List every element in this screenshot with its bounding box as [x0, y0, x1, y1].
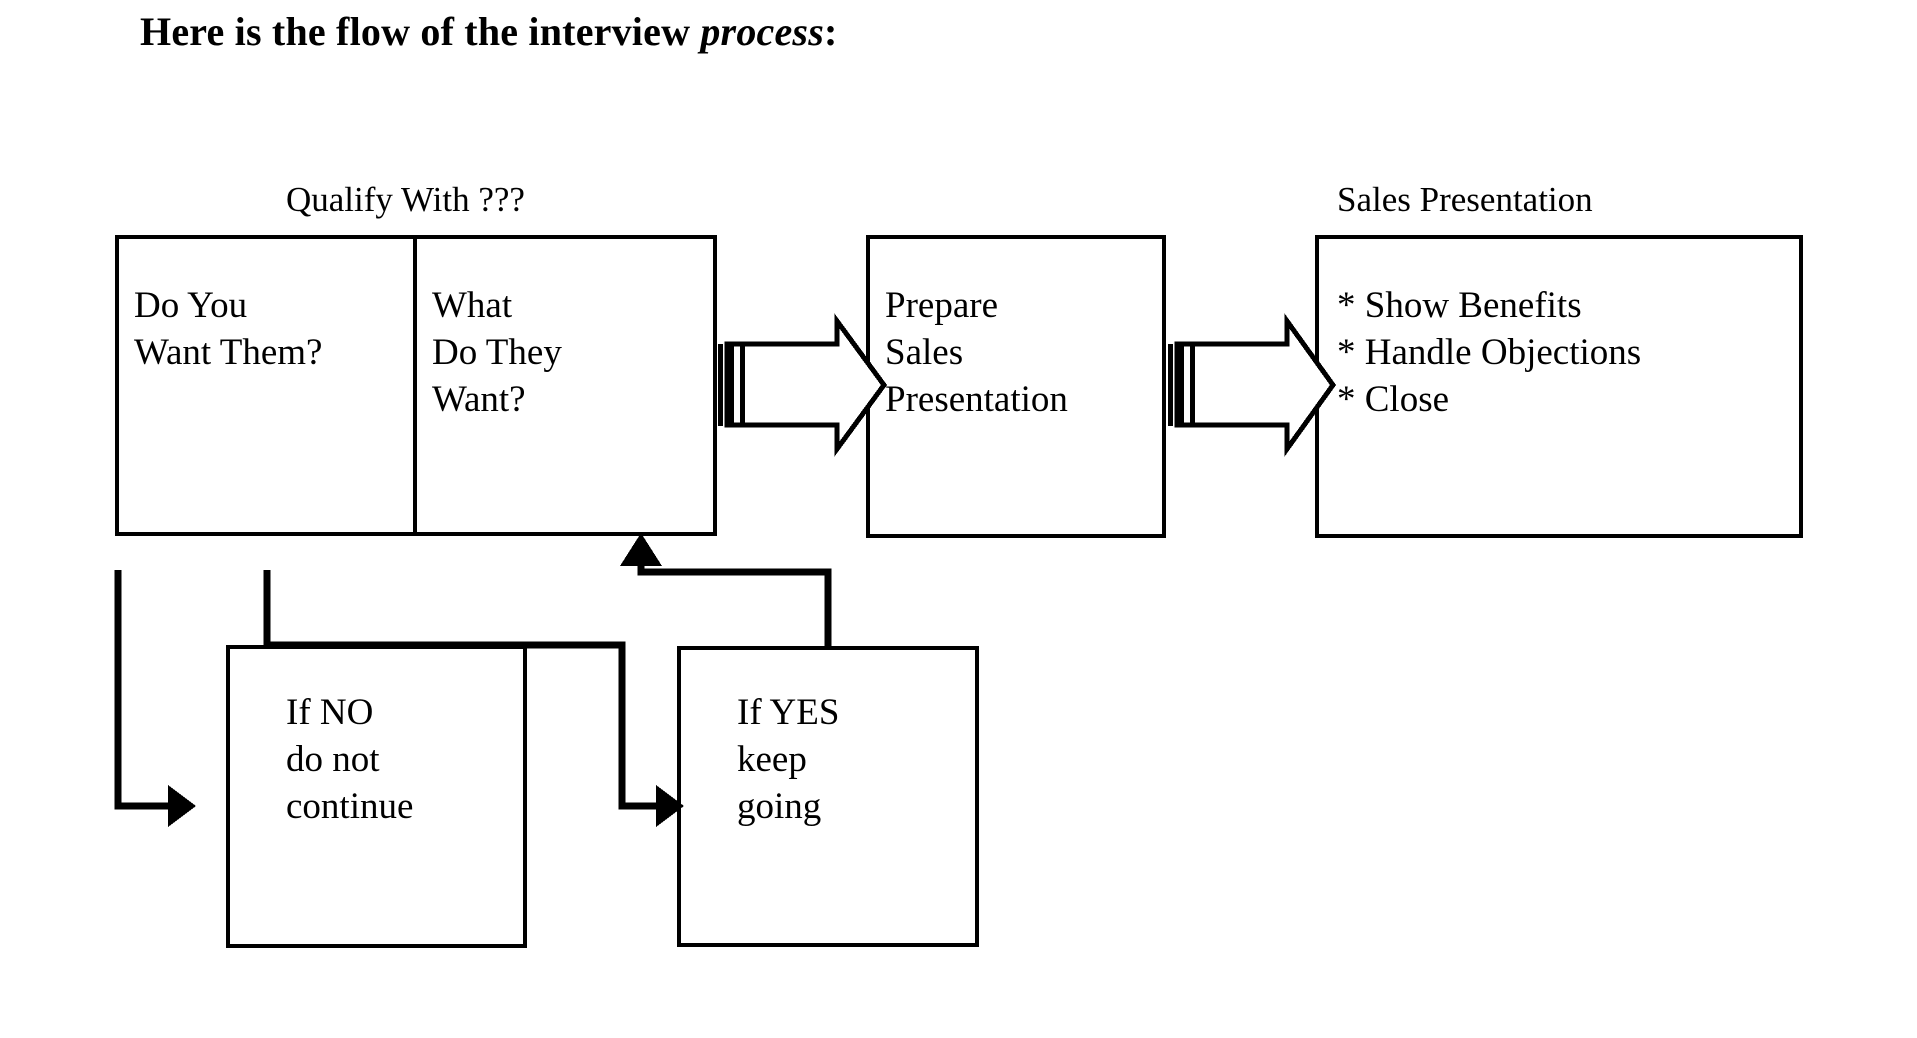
edge-qualify-to-if-yes [263, 570, 684, 827]
block-arrow-qualify-to-prepare [718, 313, 888, 457]
title-suffix: : [823, 9, 838, 54]
title-emphasis: process [700, 9, 824, 54]
edge-if-yes-to-qualify [620, 533, 832, 646]
node-prepare-sales-presentation-label: Prepare Sales Presentation [885, 285, 1068, 420]
title-prefix: Here is the flow of the interview [140, 9, 701, 54]
node-if-yes-box[interactable] [677, 646, 979, 947]
node-what-do-they-want-label: What Do They Want? [432, 285, 562, 420]
qualify-box-divider [413, 235, 417, 536]
node-if-no-box[interactable] [226, 645, 527, 948]
sales-presentation-caption: Sales Presentation [1337, 180, 1593, 219]
node-sales-presentation-box[interactable] [1315, 235, 1803, 538]
edge-qualify-to-if-no [114, 570, 196, 827]
block-arrow-prepare-to-sales [1168, 313, 1337, 457]
node-do-you-want-them-label: Do You Want Them? [134, 285, 323, 373]
node-if-no-label: If NO do not continue [286, 692, 414, 827]
page-title: Here is the flow of the interview proces… [140, 8, 838, 55]
qualify-group-caption: Qualify With ??? [286, 180, 525, 219]
node-if-yes-label: If YES keep going [737, 692, 840, 827]
node-sales-presentation-items: * Show Benefits * Handle Objections * Cl… [1337, 285, 1642, 420]
